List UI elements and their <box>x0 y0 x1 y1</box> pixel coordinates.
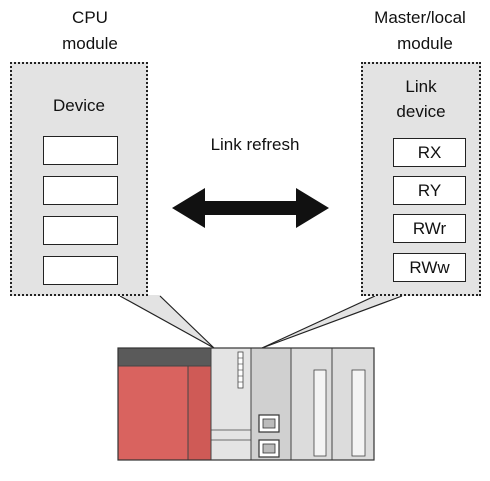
cpu-unit <box>210 347 252 461</box>
plc-rack <box>117 347 375 461</box>
link-device-label-line2: device <box>396 102 446 121</box>
device-label: Device <box>53 96 105 115</box>
link-device-ry: RY <box>393 176 466 205</box>
master-module-title-line2: module <box>397 34 453 53</box>
device-cell <box>43 216 118 245</box>
cpu-callout-line-left <box>119 295 215 349</box>
link-device-rww: RWw <box>393 253 466 282</box>
cpu-device-box: Device <box>10 62 148 296</box>
device-cell <box>43 136 118 165</box>
link-device-label-line1: Link <box>405 77 437 96</box>
link-device-rwr: RWr <box>393 214 466 243</box>
cpu-module-title-line1: CPU <box>72 8 108 27</box>
link-refresh-double-arrow <box>172 188 329 228</box>
device-cell <box>43 256 118 285</box>
link-device-rx: RX <box>393 138 466 167</box>
master-module-title-line1: Master/local <box>374 8 466 27</box>
cpu-module-title-line2: module <box>62 34 118 53</box>
master-callout-line-right <box>261 295 403 349</box>
master-callout-line-left <box>261 295 376 349</box>
link-device-box: Link device RX RY RWr RWw <box>361 62 481 296</box>
device-cell <box>43 176 118 205</box>
cpu-callout-line-right <box>159 295 215 349</box>
link-refresh-label: Link refresh <box>210 135 300 154</box>
